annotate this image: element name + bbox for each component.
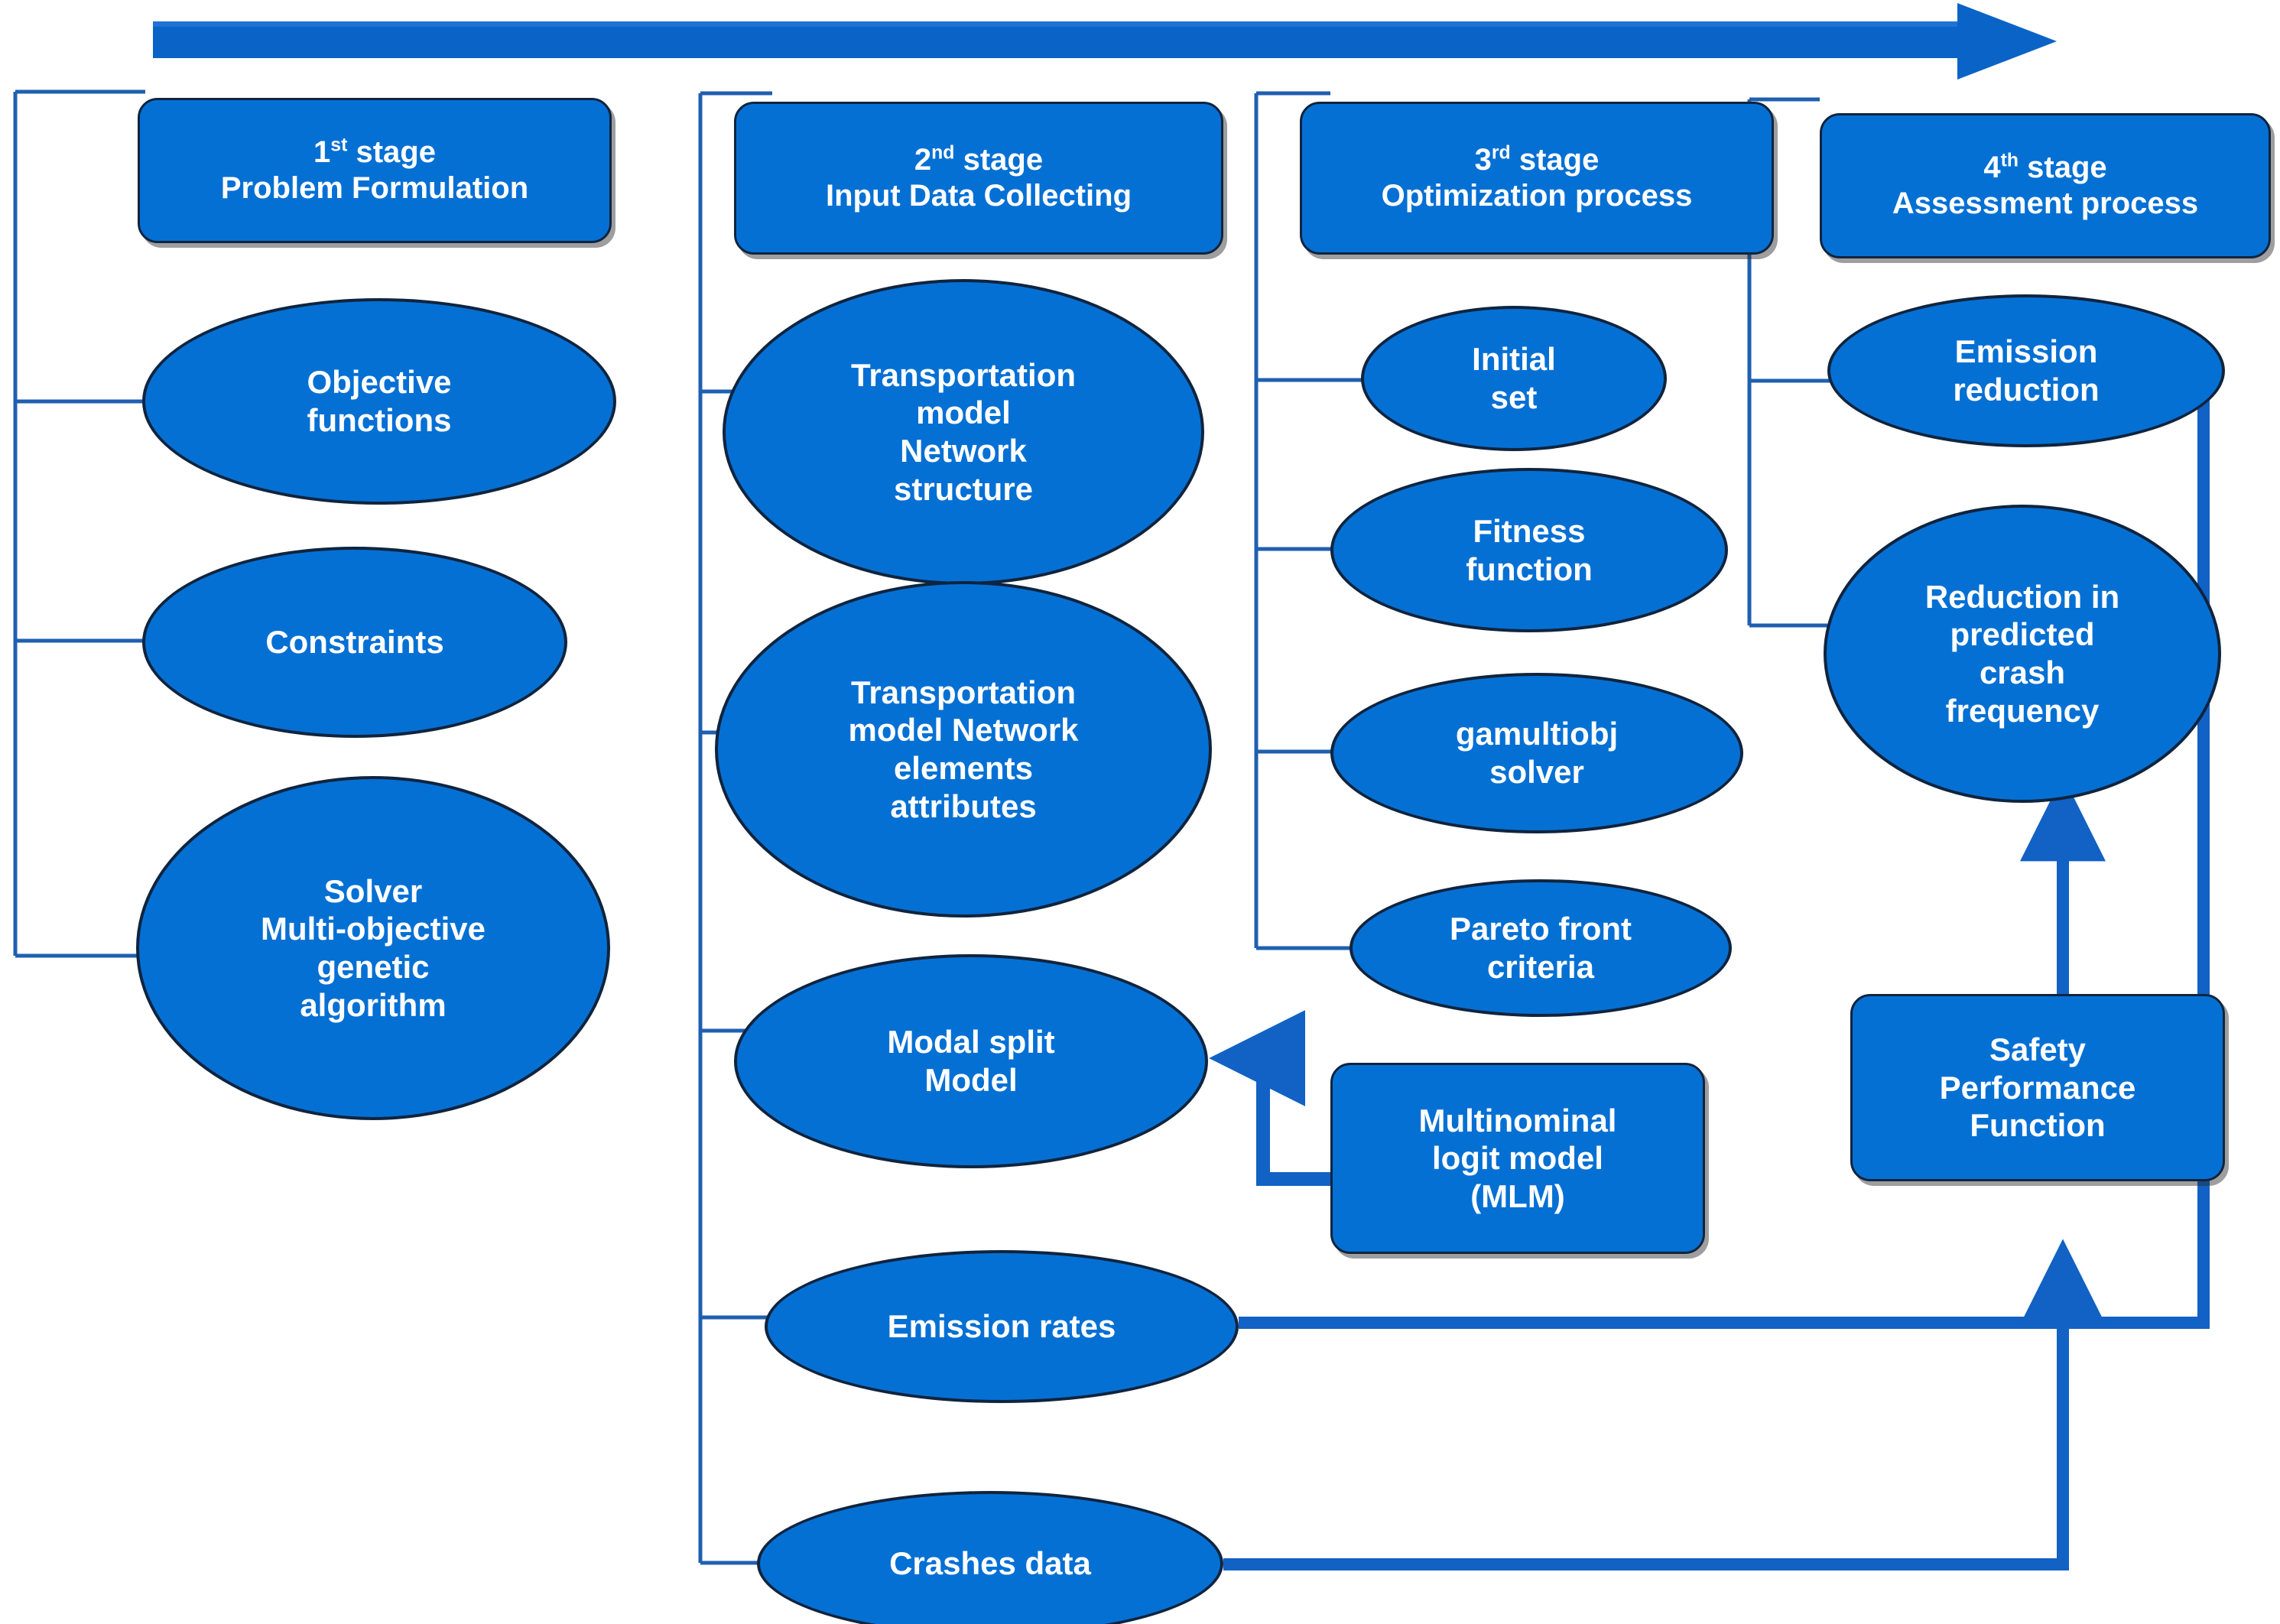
connector-crashes-data-to-spf	[1223, 1239, 2106, 1570]
node-initial-set[interactable]: Initial set	[1361, 306, 1667, 451]
stage-1-stage-word: stage	[356, 135, 436, 169]
stage-header-1-text: 1st stage Problem Formulation	[221, 135, 528, 206]
node-crashes-data-label: Crashes data	[889, 1545, 1091, 1582]
node-emission-rates-label: Emission rates	[887, 1308, 1116, 1345]
stage-header-2[interactable]: 2nd stage Input Data Collecting	[734, 102, 1223, 255]
node-emission-rates[interactable]: Emission rates	[765, 1250, 1239, 1403]
box-multinominal-logit-model[interactable]: Multinominal logit model (MLM)	[1330, 1063, 1705, 1254]
process-flow-arrow	[153, 3, 2057, 80]
stage-1-ordinal-suffix: st	[330, 135, 348, 156]
node-pareto-front-criteria-label: Pareto front criteria	[1449, 911, 1632, 985]
node-solver-moga-label: Solver Multi-objective genetic algorithm	[260, 872, 486, 1023]
stage-3-name: Optimization process	[1381, 179, 1693, 213]
stage-4-ordinal-suffix: th	[2000, 150, 2019, 171]
stage-3-ordinal-suffix: rd	[1491, 142, 1511, 164]
node-emission-reduction-label: Emission reduction	[1953, 333, 2100, 408]
node-crashes-data[interactable]: Crashes data	[757, 1491, 1223, 1624]
box-safety-performance-function[interactable]: Safety Performance Function	[1850, 994, 2225, 1181]
node-reduction-crash-frequency-label: Reduction in predicted crash frequency	[1924, 578, 2120, 729]
node-gamultiobj-solver[interactable]: gamultiobj solver	[1330, 673, 1743, 833]
node-transportation-model-network-structure-label: Transportation model Network structure	[850, 356, 1077, 507]
node-gamultiobj-solver-label: gamultiobj solver	[1455, 716, 1619, 790]
stage-2-stage-word: stage	[963, 142, 1044, 177]
stage-header-3[interactable]: 3rd stage Optimization process	[1300, 102, 1774, 255]
node-fitness-function-label: Fitness function	[1466, 512, 1593, 587]
stage-1-ordinal: 1	[313, 135, 331, 169]
stage-4-ordinal: 4	[1983, 150, 2001, 184]
node-modal-split-model-label: Modal split Model	[887, 1024, 1055, 1098]
node-reduction-predicted-crash-frequency[interactable]: Reduction in predicted crash frequency	[1824, 505, 2221, 803]
node-constraints[interactable]: Constraints	[142, 547, 567, 738]
node-transportation-model-network-structure[interactable]: Transportation model Network structure	[723, 279, 1204, 585]
node-pareto-front-criteria[interactable]: Pareto front criteria	[1349, 879, 1732, 1017]
stage-header-1[interactable]: 1st stage Problem Formulation	[138, 98, 612, 243]
node-initial-set-label: Initial set	[1472, 341, 1556, 415]
stage-3-ordinal: 3	[1474, 142, 1492, 177]
node-emission-reduction[interactable]: Emission reduction	[1827, 294, 2225, 447]
stage-header-2-text: 2nd stage Input Data Collecting	[826, 142, 1132, 214]
node-objective-functions[interactable]: Objective functions	[142, 298, 616, 505]
stage-header-4-text: 4th stage Assessment process	[1892, 150, 2198, 222]
stage-4-stage-word: stage	[2027, 150, 2107, 184]
stage-2-name: Input Data Collecting	[826, 179, 1132, 213]
node-solver-moga[interactable]: Solver Multi-objective genetic algorithm	[136, 776, 610, 1120]
node-transportation-model-elements-label: Transportation model Network elements at…	[848, 674, 1079, 824]
stage-2-ordinal: 2	[914, 142, 932, 177]
node-objective-functions-label: Objective functions	[307, 364, 452, 438]
connector-mlm-to-modal-split	[1209, 1010, 1362, 1186]
box-multinominal-logit-model-label: Multinominal logit model (MLM)	[1418, 1102, 1617, 1214]
node-fitness-function[interactable]: Fitness function	[1330, 468, 1728, 632]
node-modal-split-model[interactable]: Modal split Model	[734, 954, 1208, 1168]
stage-header-3-text: 3rd stage Optimization process	[1382, 142, 1693, 214]
node-constraints-label: Constraints	[265, 624, 444, 661]
stage-4-name: Assessment process	[1892, 187, 2199, 220]
bracket-stage-1	[13, 89, 145, 958]
stage-1-name: Problem Formulation	[220, 171, 529, 205]
stage-2-ordinal-suffix: nd	[931, 142, 955, 164]
stage-3-stage-word: stage	[1518, 142, 1600, 177]
node-transportation-model-network-elements-attributes[interactable]: Transportation model Network elements at…	[715, 581, 1212, 918]
box-safety-performance-function-label: Safety Performance Function	[1939, 1031, 2136, 1144]
stage-header-4[interactable]: 4th stage Assessment process	[1820, 113, 2271, 258]
